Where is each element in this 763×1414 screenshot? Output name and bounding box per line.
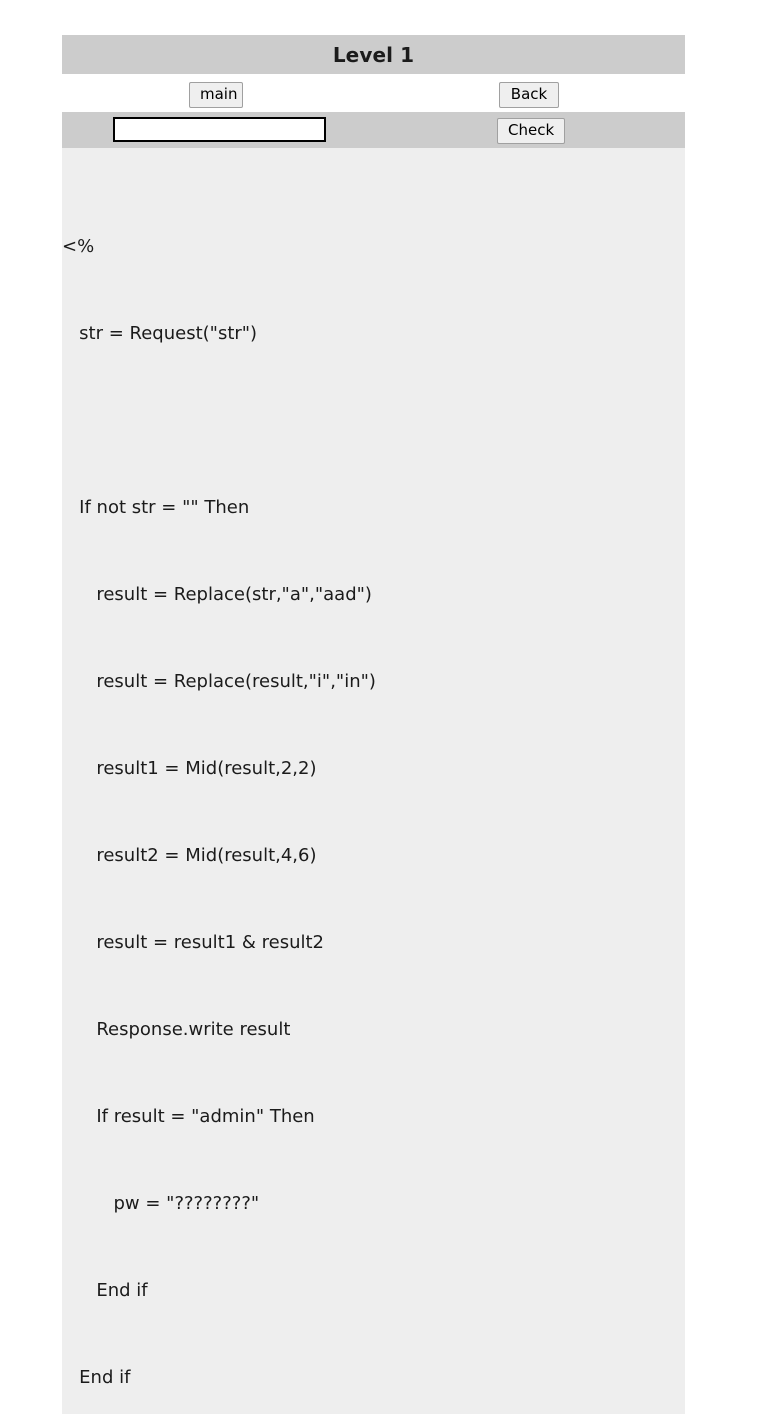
code-line: str = Request("str") (62, 323, 258, 344)
page-title: Level 1 (332, 42, 415, 67)
code-line: Response.write result (62, 1019, 291, 1040)
code-line: result = Replace(result,"i","in") (62, 671, 376, 692)
code-line: End if (62, 1280, 148, 1301)
code-line: result = result1 & result2 (62, 932, 325, 953)
back-button[interactable]: Back (499, 82, 559, 108)
code-line: If not str = "" Then (62, 497, 250, 518)
main-button[interactable]: main (189, 82, 243, 108)
navigation-band: main Back (62, 74, 685, 112)
check-button[interactable]: Check (497, 118, 565, 144)
level-page: Level 1 main Back Check <% str = Request… (62, 35, 685, 1414)
code-line: pw = "????????" (62, 1193, 260, 1214)
code-line: result1 = Mid(result,2,2) (62, 758, 317, 779)
code-line: If result = "admin" Then (62, 1106, 315, 1127)
source-code-panel: <% str = Request("str") If not str = "" … (62, 148, 685, 1414)
code-line: <% (62, 236, 95, 257)
code-line: result = Replace(str,"a","aad") (62, 584, 372, 605)
answer-input[interactable] (113, 117, 326, 142)
code-line: End if (62, 1367, 131, 1388)
source-code-block: <% str = Request("str") If not str = "" … (62, 174, 685, 1414)
code-line (62, 406, 685, 435)
code-line: result2 = Mid(result,4,6) (62, 845, 317, 866)
page-header-band: Level 1 (62, 35, 685, 74)
answer-form-band: Check (62, 112, 685, 148)
